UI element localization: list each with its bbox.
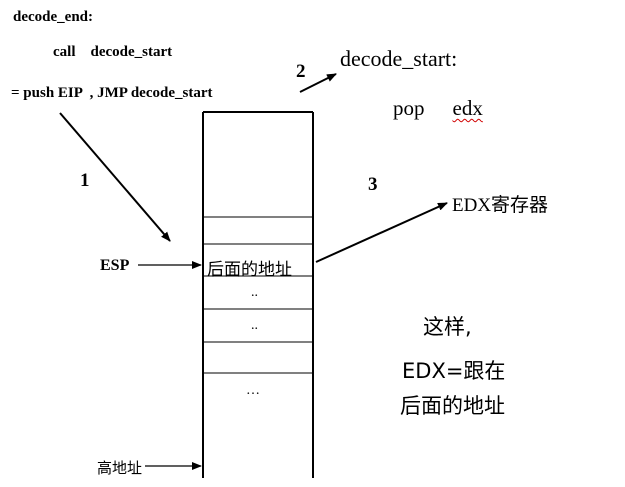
- conclusion-line-3: 后面的地址: [400, 394, 505, 418]
- decode-start-label: decode_start:: [340, 46, 458, 71]
- stack-dots-2: ..: [251, 318, 258, 333]
- conclusion-line-2: EDX=跟在: [402, 359, 506, 383]
- stack-top-cell-text: 后面的地址: [207, 260, 292, 280]
- pop-opcode: pop: [393, 96, 425, 120]
- esp-label: ESP: [100, 257, 130, 274]
- conclusion-line-1: 这样,: [423, 315, 472, 339]
- call-equivalence: = push EIP , JMP decode_start: [11, 85, 213, 101]
- stack-dots-1: ..: [251, 285, 258, 300]
- step-2-label: 2: [296, 61, 306, 82]
- stack-box: [202, 111, 314, 478]
- decode-end-label: decode_end:: [13, 9, 93, 25]
- call-instruction: call decode_start: [53, 44, 173, 60]
- arrow-step-2: [299, 73, 337, 93]
- stack-dots-3: …: [246, 383, 260, 398]
- step-3-label: 3: [368, 174, 378, 195]
- step-1-label: 1: [80, 170, 90, 191]
- pop-register: edx: [452, 96, 483, 120]
- arrow-step-3: [315, 202, 448, 263]
- pop-instruction: pop edx: [393, 96, 483, 121]
- high-address-label: 高地址: [97, 459, 143, 477]
- arrow-step-1: [59, 112, 171, 242]
- edx-register-label: EDX寄存器: [452, 195, 549, 216]
